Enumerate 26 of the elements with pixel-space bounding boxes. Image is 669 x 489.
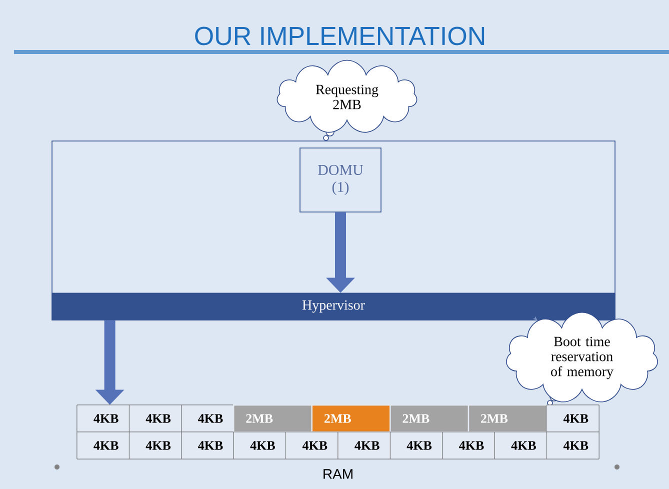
memory-cell: 4KB	[76, 432, 130, 460]
memory-cell: 4KB	[181, 404, 234, 432]
ram-grid: 4KB 4KB 4KB 2MB 2MB 2MB 2MB 4KB 4KB 4KB 4KB 4KB 4KB 4KB 4KB 4KB 4KB 4KB RAM	[76, 404, 600, 479]
node-label: RAM	[324, 469, 352, 479]
memory-cell: 4KB	[546, 404, 600, 432]
domain-box: DOMU (1)	[300, 148, 382, 212]
memory-cell: 4KB	[442, 432, 495, 460]
memory-cell: 4KB	[233, 432, 286, 460]
memory-cell: 4KB	[181, 432, 234, 460]
memory-cell: 4KB	[76, 404, 130, 432]
memory-cell: 4KB	[494, 432, 547, 460]
hypervisor-bar: Hypervisor	[52, 292, 616, 320]
memory-cell: 2MB	[311, 404, 391, 433]
memory-cell: 2MB	[390, 404, 470, 433]
memory-cell: 2MB	[468, 404, 548, 433]
memory-cell: 4KB	[129, 432, 182, 460]
memory-cell: 2MB	[233, 404, 312, 433]
thought-cloud: Boot time reservation of memory	[506, 312, 658, 406]
memory-cell: 4KB	[338, 432, 390, 460]
slide-title: OUR IMPLEMENTATION	[195, 26, 484, 46]
memory-cell: 4KB	[286, 432, 338, 460]
memory-cell: 4KB	[390, 432, 443, 460]
thought-cloud: Requesting 2MB	[276, 60, 418, 141]
arrow	[533, 316, 538, 320]
memory-cell: 4KB	[129, 404, 182, 432]
memory-cell: 4KB	[546, 432, 600, 460]
